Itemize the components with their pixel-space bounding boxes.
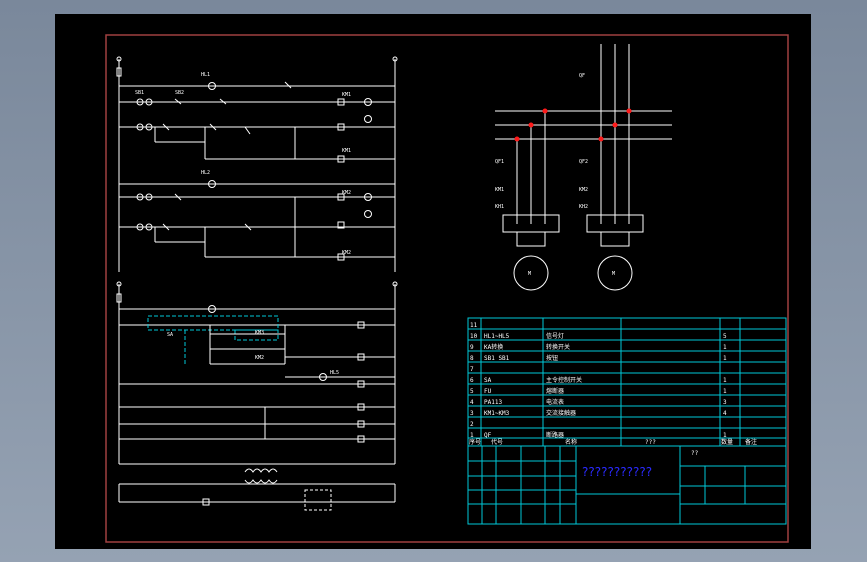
bom-cell-code: HL1~HL5 — [484, 333, 510, 340]
motor-main-circuit — [495, 44, 672, 291]
bom-header-note: 备注 — [745, 438, 757, 446]
bom-header-code: 代号 — [491, 438, 503, 446]
bom-cell-count: 1 — [723, 432, 727, 439]
bom-header-qty: ??? — [645, 439, 656, 446]
drawing-border — [105, 34, 789, 543]
bom-cell-seq: 3 — [470, 410, 474, 417]
svg-text:KM1: KM1 — [342, 148, 351, 154]
label-km1: KM1 — [495, 187, 504, 193]
label-qf: QF — [579, 73, 585, 79]
bom-cell-count: 1 — [723, 355, 727, 362]
label-motor-1: M — [528, 271, 531, 277]
svg-text:KM2: KM2 — [342, 250, 351, 256]
bom-cell-code: SB1 SB1 — [484, 355, 510, 362]
bom-cell-name: 信号灯 — [546, 332, 564, 340]
bom-cell-code: QF — [484, 432, 492, 439]
bom-cell-code: KA转换 — [484, 343, 503, 351]
bom-cell-seq: 5 — [470, 388, 474, 395]
bom-cell-name: 转换开关 — [546, 343, 570, 351]
title-block — [467, 445, 787, 525]
label-motor-2: M — [612, 271, 615, 277]
bom-cell-name: 断路器 — [546, 431, 564, 439]
svg-text:HL2: HL2 — [201, 170, 210, 176]
schematic-canvas: HL1 SB1 SB2 KM1 KM1 HL2 KM2 KM2 — [105, 34, 789, 543]
bom-cell-count: 1 — [723, 377, 727, 384]
bom-cell-seq: 10 — [470, 333, 478, 340]
bom-cell-count: 1 — [723, 388, 727, 395]
bom-cell-seq: 6 — [470, 377, 474, 384]
svg-text:KM2: KM2 — [342, 190, 351, 196]
bom-cell-code: KM1~KM3 — [484, 410, 510, 417]
svg-text:KM3: KM3 — [255, 330, 264, 336]
bom-table — [467, 317, 787, 447]
label-qf1: QF1 — [495, 159, 504, 165]
svg-text:SB2: SB2 — [175, 90, 184, 96]
control-circuit-lower: SA KM3 KM2 HL5 — [116, 281, 398, 511]
bom-cell-count: 3 — [723, 399, 727, 406]
label-qf2: QF2 — [579, 159, 588, 165]
title-block-label: ?? — [691, 450, 699, 457]
bom-cell-count: 1 — [723, 344, 727, 351]
bom-cell-seq: 1 — [470, 432, 474, 439]
bom-cell-seq: 11 — [470, 322, 478, 329]
svg-text:SB1: SB1 — [135, 90, 144, 96]
bom-cell-code: FU — [484, 388, 492, 395]
bom-cell-code: SA — [484, 377, 492, 384]
svg-text:KM2: KM2 — [255, 355, 264, 361]
svg-text:HL1: HL1 — [201, 72, 210, 78]
bom-cell-code: PA113 — [484, 399, 502, 406]
bom-cell-count: 5 — [723, 333, 727, 340]
bom-cell-count: 4 — [723, 410, 727, 417]
label-kh2: KH2 — [579, 204, 588, 210]
control-circuit-upper: HL1 SB1 SB2 KM1 KM1 HL2 KM2 KM2 — [116, 56, 398, 272]
drawing-sheet: HL1 SB1 SB2 KM1 KM1 HL2 KM2 KM2 — [55, 14, 811, 549]
svg-text:KM1: KM1 — [342, 92, 351, 98]
bom-cell-seq: 4 — [470, 399, 474, 406]
label-kh1: KH1 — [495, 204, 504, 210]
bom-cell-name: 交流接触器 — [546, 409, 576, 417]
bom-header-count: 数量 — [721, 438, 733, 446]
bom-header: 序号 代号 名称 ??? 数量 备注 — [469, 438, 757, 446]
label-km2: KM2 — [579, 187, 588, 193]
bom-header-seq: 序号 — [469, 438, 481, 446]
bom-cell-seq: 9 — [470, 344, 474, 351]
bom-cell-seq: 7 — [470, 366, 474, 373]
bom-cell-name: 电流表 — [546, 398, 564, 406]
drawing-title: ??????????? — [582, 465, 652, 479]
bom-cell-name: 主令控制开关 — [546, 376, 582, 384]
bom-cell-name: 熔断器 — [546, 387, 564, 395]
svg-text:SA: SA — [167, 332, 173, 338]
bom-cell-name: 按钮 — [546, 354, 558, 362]
bom-cell-seq: 8 — [470, 355, 474, 362]
svg-text:HL5: HL5 — [330, 370, 339, 376]
bom-header-name: 名称 — [565, 438, 577, 446]
bom-cell-seq: 2 — [470, 421, 474, 428]
